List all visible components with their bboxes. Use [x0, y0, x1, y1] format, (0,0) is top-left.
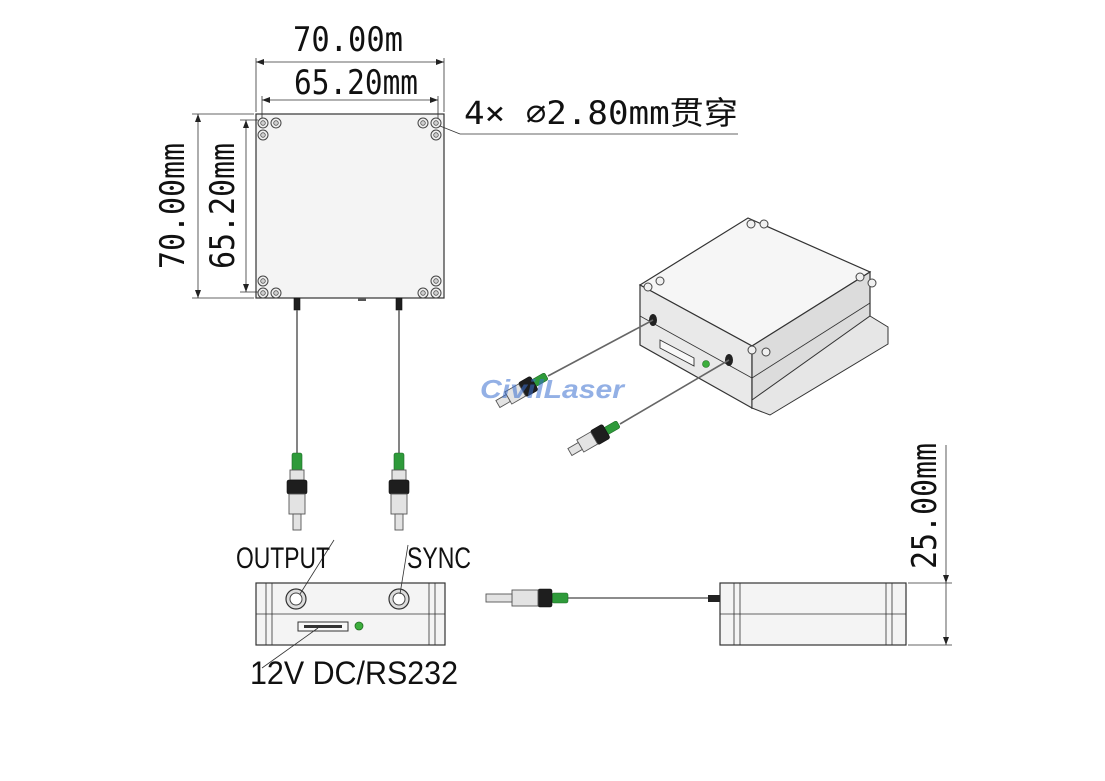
- dim-top-outer-width: 70.00m: [293, 20, 403, 60]
- fiber-pigtails: [286, 310, 410, 531]
- dim-mounting-holes: 4× ∅2.80mm贯穿: [464, 94, 738, 132]
- sync-label: SYNC: [407, 542, 471, 575]
- isometric-view: CivilLaser: [480, 217, 889, 457]
- output-label: OUTPUT: [236, 542, 330, 575]
- top-view: 70.00m 65.20mm 4× ∅2.80mm贯穿 70.00mm 65.2…: [153, 20, 738, 311]
- sync-fiber-connector: [388, 452, 410, 531]
- watermark-logo: CivilLaser: [480, 374, 626, 404]
- front-view: OUTPUT SYNC 12V DC/RS232: [236, 539, 471, 691]
- module-top-face: [255, 113, 445, 299]
- dim-left-hole-spacing: 65.20mm: [203, 143, 243, 269]
- dim-top-hole-spacing: 65.20mm: [294, 63, 418, 103]
- side-fiber-connector: [485, 588, 569, 608]
- mounting-holes: [257, 117, 442, 299]
- power-label: 12V DC/RS232: [250, 655, 458, 691]
- output-fiber-connector: [286, 452, 308, 531]
- status-led: [354, 621, 364, 631]
- side-view: 25.00mm: [485, 443, 952, 646]
- dim-left-outer-height: 70.00mm: [153, 143, 193, 269]
- dim-side-height: 25.00mm: [905, 443, 945, 569]
